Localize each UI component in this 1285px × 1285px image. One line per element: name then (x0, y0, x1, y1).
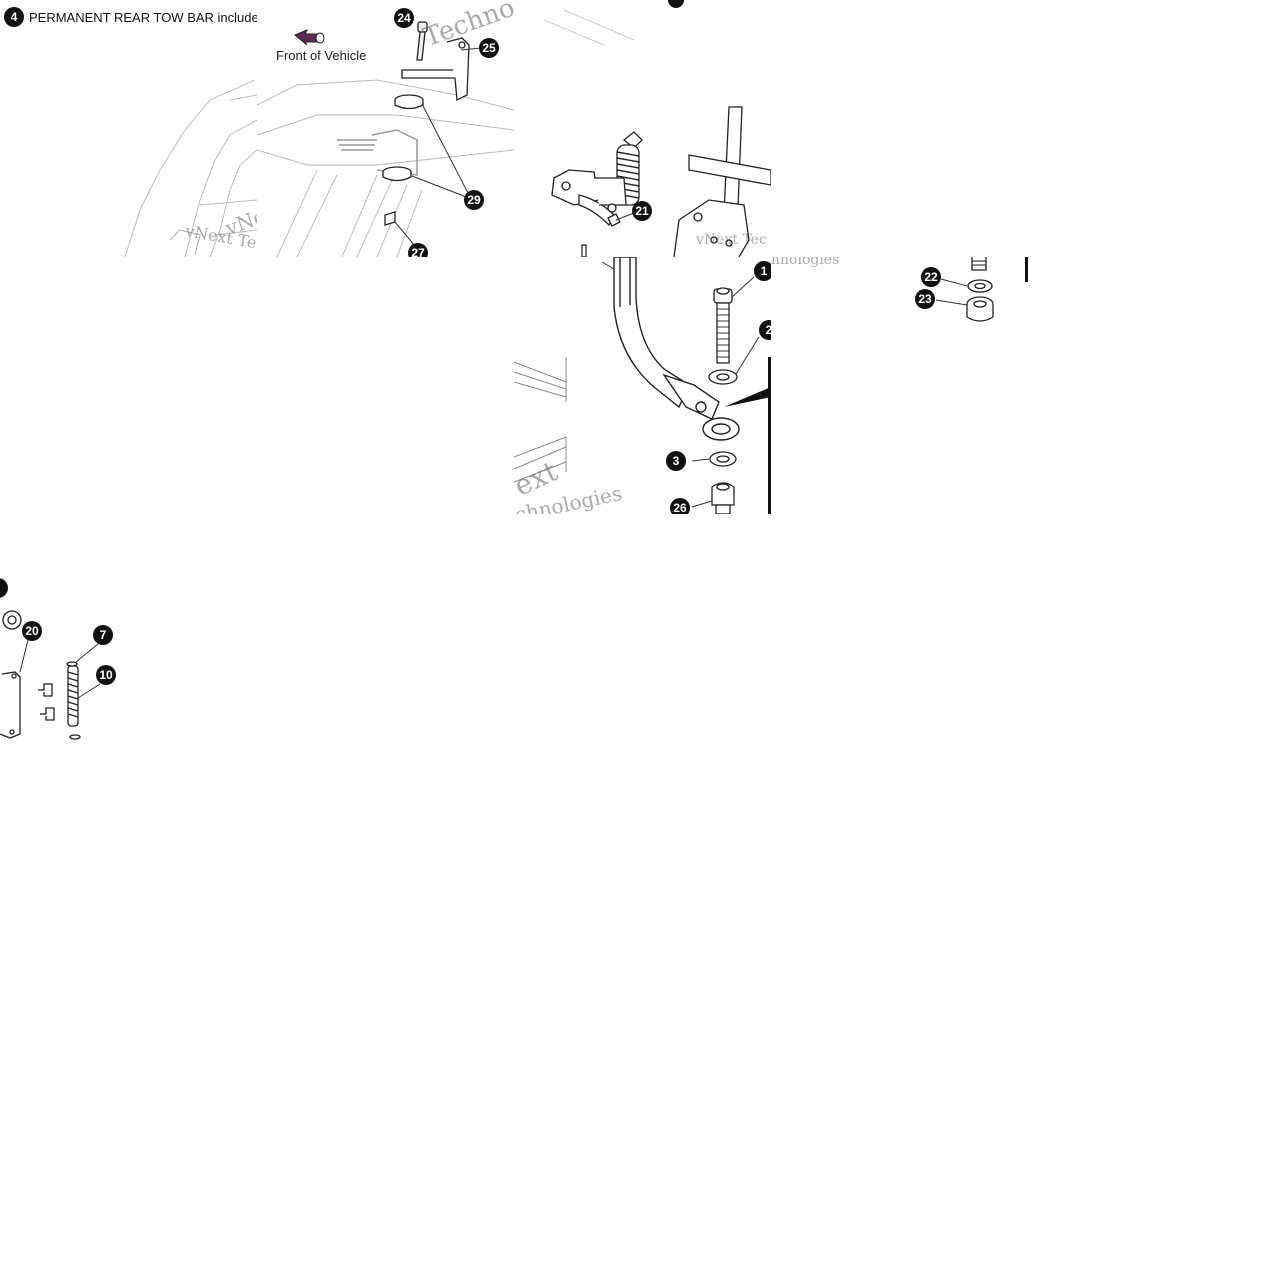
callout-7[interactable]: 7 (93, 625, 113, 645)
bracket-illustration (257, 21, 514, 257)
nut-illustration (935, 257, 1028, 322)
tile-hitch-spring: 21 vNext Tec (514, 0, 771, 257)
callout-29[interactable]: 29 (464, 190, 484, 210)
step-title: PERMANENT REAR TOW BAR includes (29, 9, 257, 25)
step-number-badge: 4 (4, 7, 24, 27)
callout-25[interactable]: 25 (479, 38, 499, 58)
tile-washer-nut: hnologies 22 23 (771, 257, 1028, 514)
tile-tow-bar-bracket: Front of Vehicle 24 25 29 27 Techno (257, 0, 514, 257)
tile-latch-parts: 20 7 10 (0, 514, 257, 771)
tile-tow-bar-mount: 4 PERMANENT REAR TOW BAR includes vNe vN… (0, 0, 257, 257)
frame-illustration-left (124, 79, 257, 257)
callout-23[interactable]: 23 (915, 289, 935, 309)
callout-24[interactable]: 24 (394, 8, 414, 28)
watermark: hnologies (771, 257, 840, 268)
watermark: vNext Tec (696, 232, 767, 248)
tile-tow-bar-pivot: 1 2 3 26 ext chnologies (514, 257, 771, 514)
callout-3[interactable]: 3 (666, 451, 686, 471)
callout-21[interactable]: 21 (632, 201, 652, 221)
hitch-illustration (543, 0, 771, 257)
pivot-illustration (514, 257, 771, 514)
step-heading: 4 PERMANENT REAR TOW BAR includes (4, 7, 257, 27)
callout-20[interactable]: 20 (22, 621, 42, 641)
latch-illustration (0, 578, 101, 740)
callout-26[interactable]: 26 (670, 498, 690, 514)
front-of-vehicle-label: Front of Vehicle (276, 48, 367, 63)
callout-1[interactable]: 1 (754, 261, 771, 281)
callout-2[interactable]: 2 (759, 320, 771, 340)
front-direction-arrow (294, 29, 325, 46)
callout-10[interactable]: 10 (96, 665, 116, 685)
callout-27[interactable]: 27 (408, 243, 428, 257)
callout-22[interactable]: 22 (921, 267, 941, 287)
